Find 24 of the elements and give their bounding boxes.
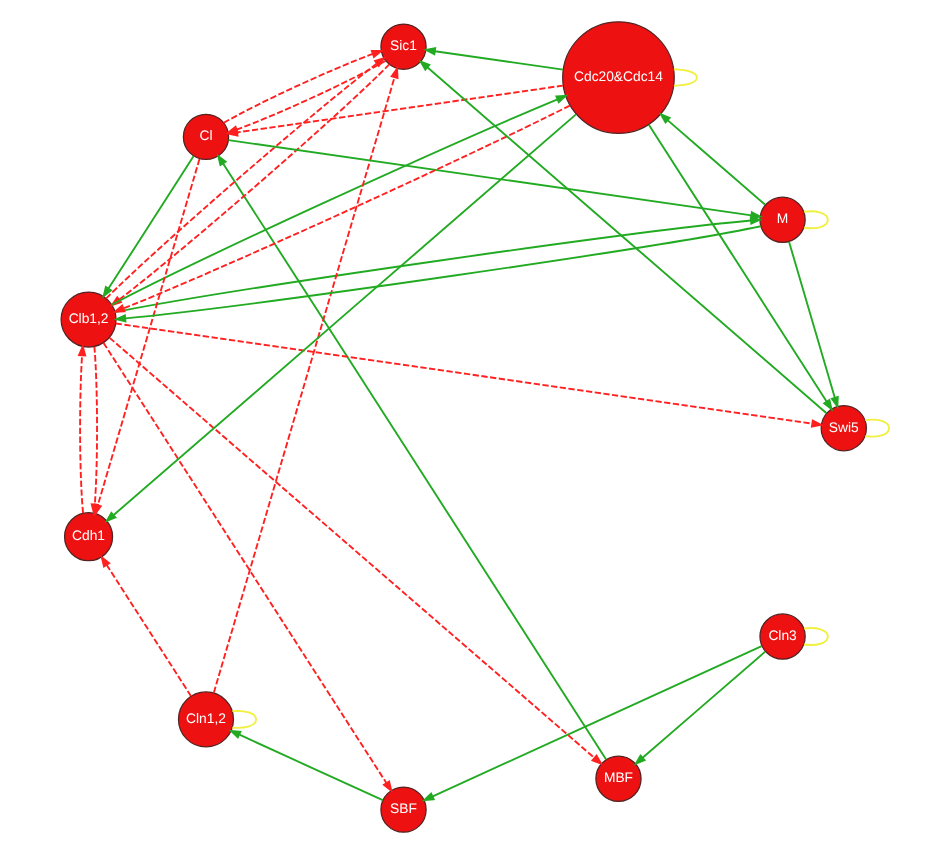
- arrow: [76, 343, 86, 515]
- arrow: [422, 46, 564, 71]
- arrow: [787, 240, 838, 409]
- arrow: [657, 112, 765, 206]
- arrow: [99, 554, 191, 697]
- arrow: [417, 59, 827, 415]
- arrow: [646, 123, 833, 412]
- arrow: [221, 50, 383, 124]
- arrow: [101, 341, 392, 793]
- connector: [671, 68, 697, 87]
- connector: [802, 627, 828, 646]
- arrow: [226, 139, 762, 220]
- arrow: [211, 65, 398, 694]
- arrow: [101, 155, 194, 299]
- arrow: [107, 336, 603, 766]
- arrow: [632, 650, 765, 766]
- connector: [802, 210, 828, 230]
- arrow: [92, 158, 200, 517]
- arrow: [227, 729, 383, 802]
- connector: [230, 710, 257, 729]
- arrow: [103, 113, 576, 523]
- arrow: [215, 153, 607, 761]
- connector: [863, 418, 889, 438]
- arrow: [113, 322, 823, 428]
